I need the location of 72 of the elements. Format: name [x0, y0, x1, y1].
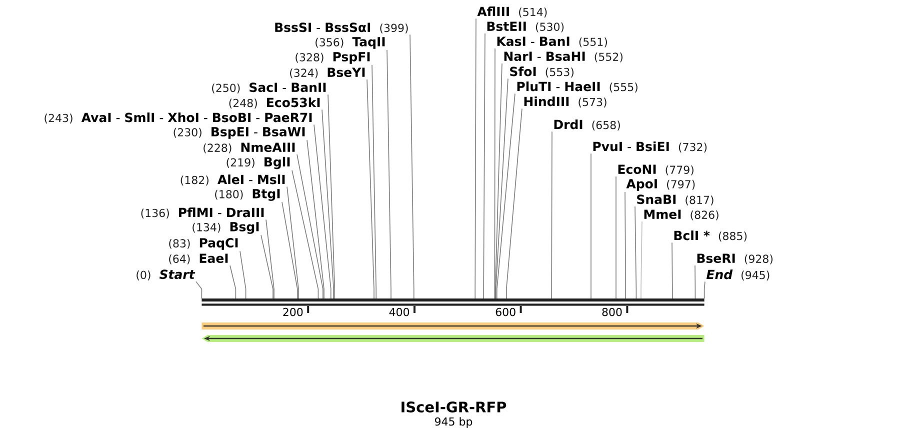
- enzyme-label: NarI - BsaHI (552): [504, 52, 622, 62]
- enzyme-label: (136) PflMI - DraIII: [141, 208, 264, 218]
- enzyme-label: EcoNI (779): [618, 164, 694, 176]
- scale-label: 400: [389, 308, 410, 316]
- enzyme-label: BseRI (928): [697, 254, 773, 264]
- enzyme-label: AflIII (514): [477, 6, 547, 18]
- enzyme-label: (230) BspEI - BsaWI: [174, 127, 305, 139]
- enzyme-label: ApoI (797): [626, 179, 695, 191]
- leader-line: [260, 234, 274, 299]
- enzyme-label: (243) AvaI - SmlI - XhoI - BsoBI - PaeR7I: [44, 112, 312, 124]
- enzyme-label: (328) PspFI: [296, 52, 370, 64]
- enzyme-label: DrdI (658): [554, 120, 620, 130]
- leader-line: [495, 78, 508, 299]
- leader-line: [286, 186, 299, 299]
- sequence-bar: [202, 298, 704, 306]
- enzyme-label: PluTI - HaeII (555): [517, 82, 638, 92]
- leader-line: [634, 206, 637, 299]
- enzyme-label: (180) BtgI: [215, 189, 280, 201]
- scale-label: 600: [496, 308, 516, 316]
- title: ISceI-GR-RFP: [402, 402, 506, 412]
- enzyme-label: HindIII (573): [524, 96, 606, 108]
- leader-line: [322, 109, 334, 299]
- leader-line: [266, 219, 274, 299]
- leader-line: [590, 153, 592, 299]
- leader-line: [704, 281, 706, 299]
- leader-line: [483, 33, 486, 299]
- leader-line: [366, 79, 374, 299]
- enzyme-label: SnaBI (817): [637, 194, 714, 206]
- enzyme-label: (64) EaeI: [169, 254, 228, 264]
- enzyme-label: (83) PaqCI: [169, 238, 238, 250]
- enzyme-label: BssSI - BssSαI (399): [275, 22, 408, 34]
- enzyme-label: (219) BglI: [226, 156, 290, 170]
- leader-line: [551, 131, 552, 299]
- leader-line: [240, 250, 246, 299]
- enzyme-label: (250) SacI - BanII: [212, 82, 326, 94]
- leader-line: [474, 18, 476, 299]
- leader-line: [672, 242, 673, 299]
- enzyme-label: BclI * (885): [674, 230, 747, 242]
- leader-line: [314, 124, 332, 299]
- leader-line: [494, 63, 502, 299]
- enzyme-label: (324) BseYI: [290, 68, 365, 78]
- leader-line: [196, 281, 202, 299]
- leader-line: [494, 48, 496, 299]
- leader-line: [328, 94, 336, 299]
- enzyme-label: (134) BsgI: [192, 222, 259, 234]
- leader-line: [640, 221, 642, 299]
- leader-line: [296, 154, 324, 299]
- enzyme-label: PvuI - BsiEI (732): [593, 142, 707, 152]
- scale-label: 200: [283, 308, 303, 316]
- leader-line: [282, 202, 298, 299]
- leader-line: [506, 108, 522, 299]
- enzyme-label: (356) TaqII: [316, 37, 385, 49]
- leader-line: [230, 265, 236, 299]
- leader-line: [624, 192, 626, 299]
- leader-line: [410, 34, 414, 299]
- enzyme-label: (182) AleI - MslI: [180, 174, 285, 186]
- enzyme-label: (228) NmeAIII: [204, 142, 295, 154]
- leader-line: [496, 93, 516, 299]
- enzyme-label: KasI - BanI (551): [497, 36, 607, 48]
- leader-line: [292, 170, 319, 299]
- enzyme-label: SfoI (553): [510, 66, 574, 78]
- position-label: End (945): [706, 270, 770, 280]
- leader-line: [694, 265, 696, 299]
- sequence-length: 945 bp: [434, 417, 472, 428]
- leader-line: [306, 140, 324, 299]
- leader-line: [372, 64, 376, 299]
- enzyme-label: (248) Eco53kI: [229, 98, 320, 108]
- leader-line: [386, 50, 392, 299]
- position-label: (0) Start: [136, 270, 196, 280]
- enzyme-label: MmeI (826): [644, 210, 718, 220]
- enzyme-label: BstEII (530): [487, 22, 564, 32]
- scale-label: 800: [602, 308, 622, 316]
